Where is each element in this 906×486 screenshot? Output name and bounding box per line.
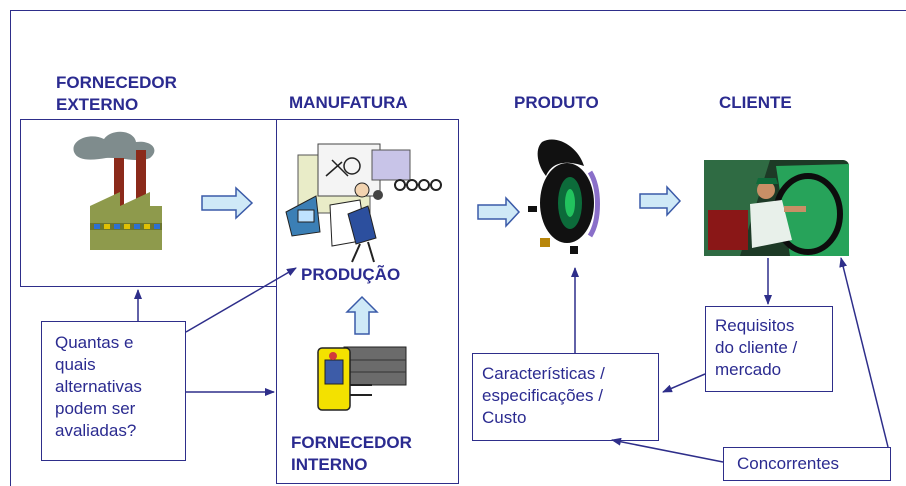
requisitos-line-3: mercado xyxy=(715,360,782,379)
question-box: Quantas e quais alternativas podem ser a… xyxy=(41,321,186,461)
forklift-icon xyxy=(317,346,407,411)
heading-cliente: CLIENTE xyxy=(719,93,792,112)
block-arrow-factory-to-manufacturing xyxy=(201,186,254,220)
heading-fornecedor-externo: FORNECEDOR EXTERNO xyxy=(56,72,177,116)
heading-producao: PRODUÇÃO xyxy=(301,265,401,284)
question-line-3: alternativas xyxy=(55,377,142,396)
caracteristicas-box: Características / especificações / Custo xyxy=(472,353,659,441)
mechanic-photo-icon xyxy=(704,160,849,256)
concorrentes-box: Concorrentes xyxy=(723,447,891,481)
question-line-5: avaliadas? xyxy=(55,421,137,440)
block-arrow-product-to-client xyxy=(639,185,682,217)
heading-fornecedor-interno: FORNECEDOR INTERNO xyxy=(291,432,412,476)
tire-icon xyxy=(528,139,600,254)
connector-question-to-producao xyxy=(185,267,297,333)
frame-left-line xyxy=(10,10,11,486)
factory-icon xyxy=(73,131,162,250)
requisitos-box: Requisitos do cliente / mercado xyxy=(705,306,833,392)
question-line-4: podem ser xyxy=(55,399,136,418)
requisitos-line-1: Requisitos xyxy=(715,316,795,335)
question-line-2: quais xyxy=(55,355,96,374)
requisitos-line-2: do cliente / xyxy=(715,338,798,357)
manufacturing-clipart-icon xyxy=(285,143,442,263)
block-arrow-internal-to-producao xyxy=(345,295,379,335)
heading-manufatura: MANUFATURA xyxy=(289,93,408,112)
connector-requisitos-to-caracteristicas xyxy=(662,373,706,393)
connector-concorrentes-to-caracteristicas xyxy=(611,437,724,463)
heading-fornecedor-interno-line-2: INTERNO xyxy=(291,455,368,474)
heading-fornecedor-externo-line-1: FORNECEDOR xyxy=(56,73,177,92)
heading-produto: PRODUTO xyxy=(514,93,599,112)
caracteristicas-line-2: especificações / xyxy=(482,386,603,405)
question-line-1: Quantas e xyxy=(55,333,134,352)
heading-fornecedor-externo-line-2: EXTERNO xyxy=(56,95,139,114)
block-arrow-manufacturing-to-product xyxy=(477,196,521,228)
connector-concorrentes-to-client xyxy=(839,257,889,448)
caracteristicas-line-1: Características / xyxy=(482,364,605,383)
frame-top-line xyxy=(10,10,906,11)
concorrentes-label: Concorrentes xyxy=(737,454,840,473)
heading-fornecedor-interno-line-1: FORNECEDOR xyxy=(291,433,412,452)
caracteristicas-line-3: Custo xyxy=(482,408,527,427)
